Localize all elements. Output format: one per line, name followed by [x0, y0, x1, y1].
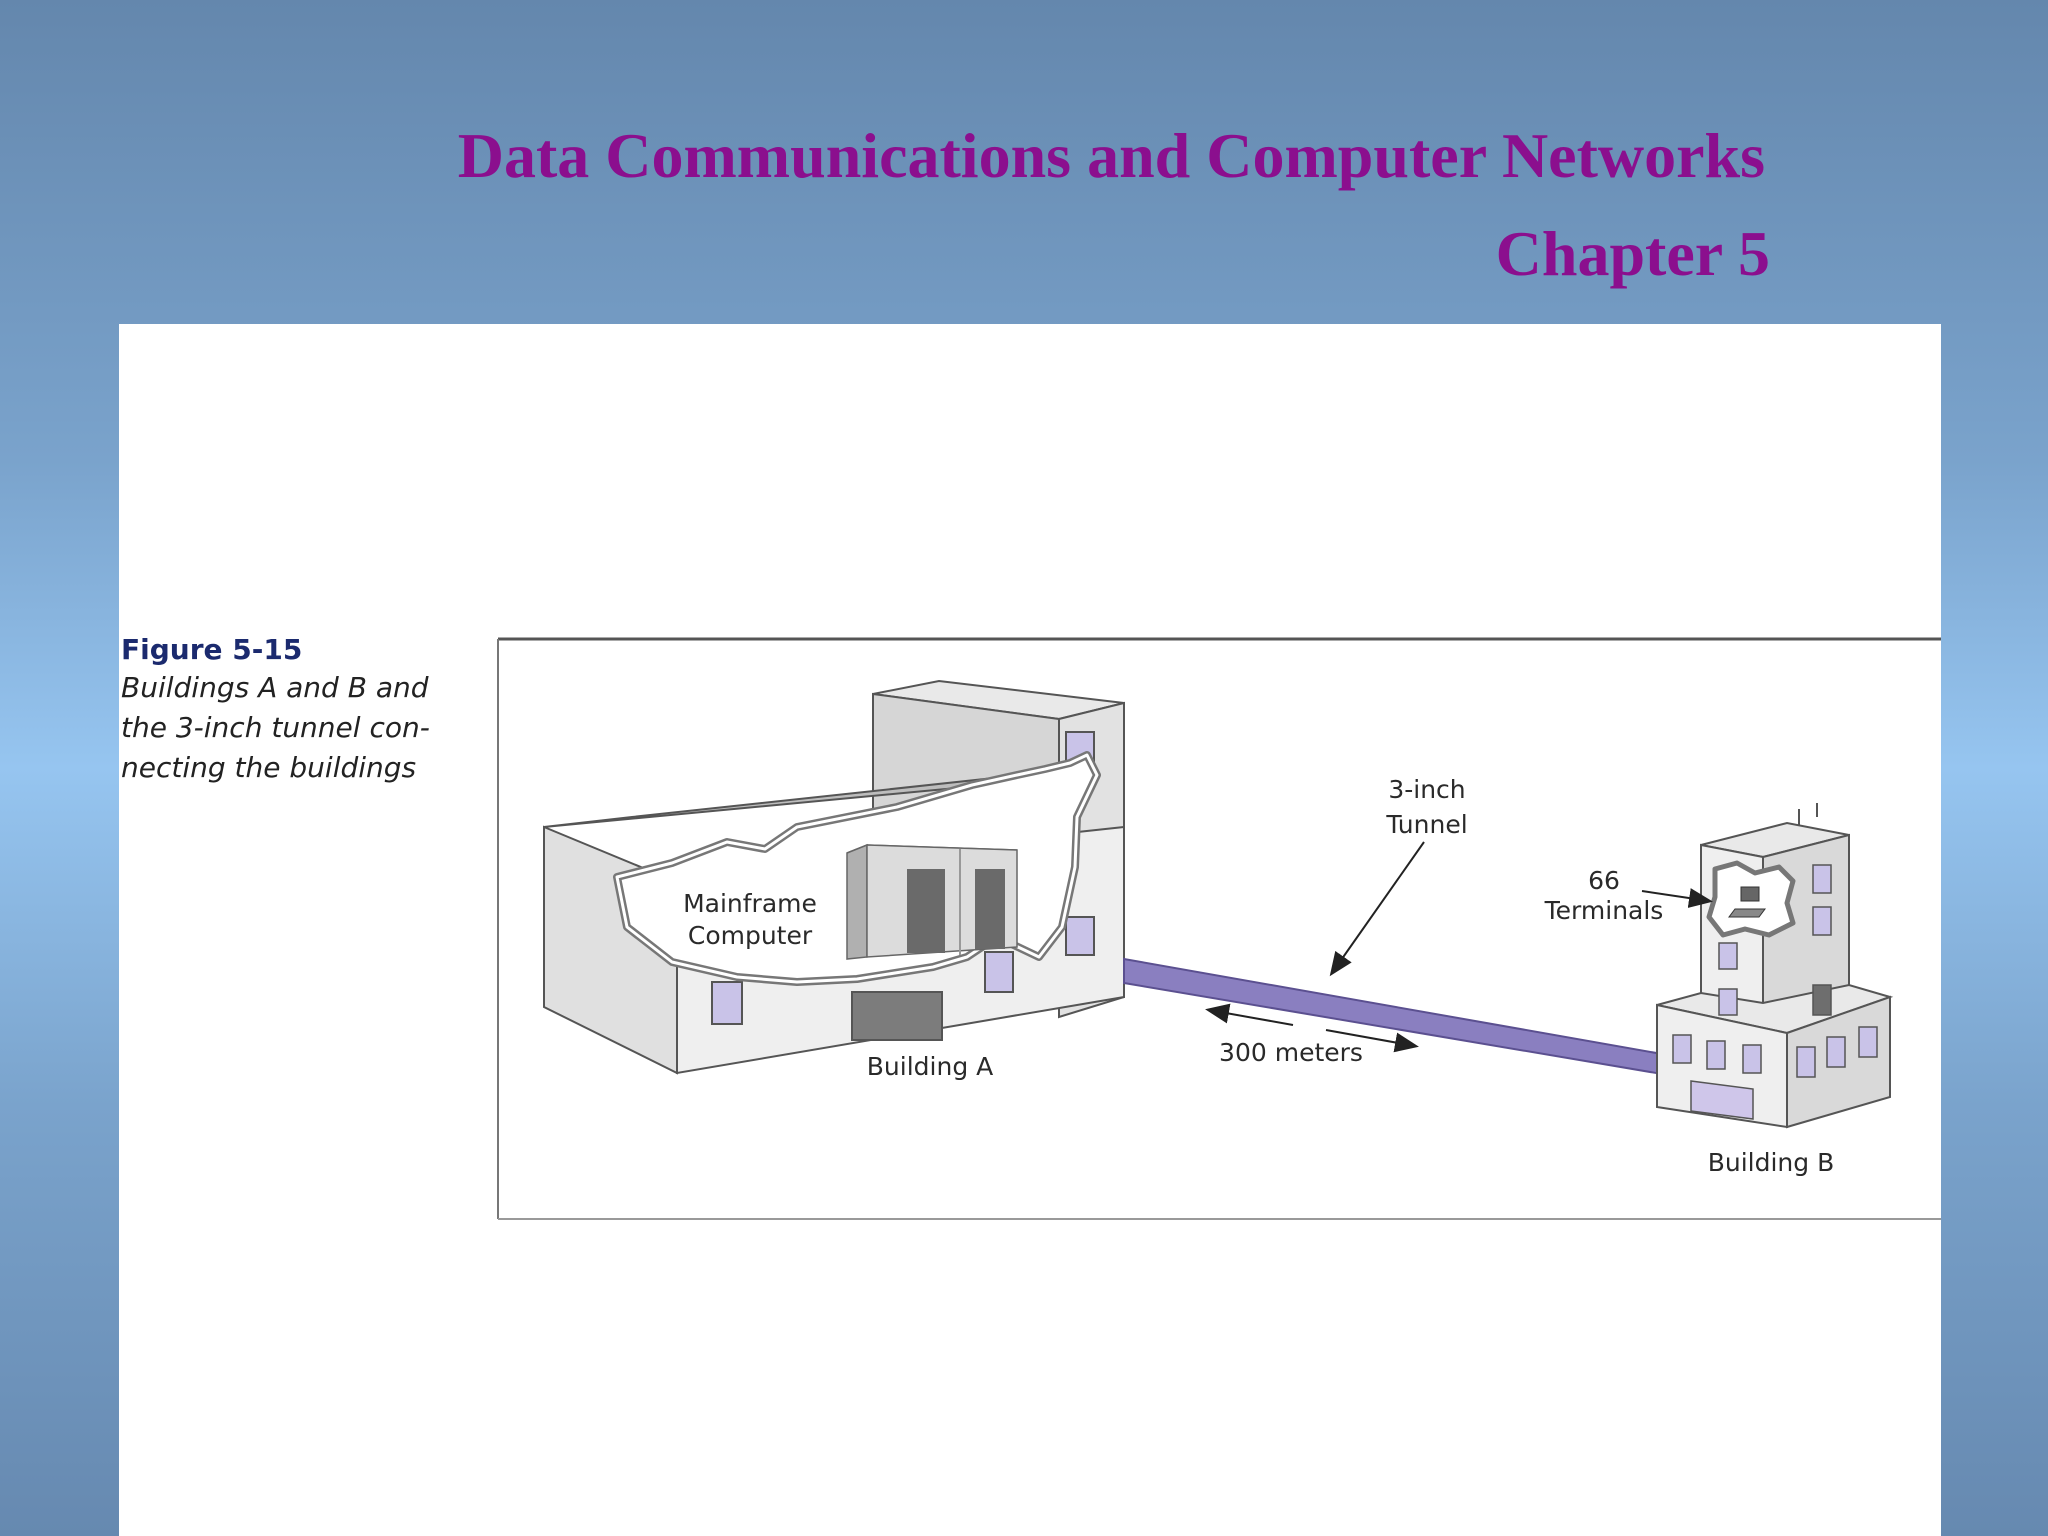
network-diagram: Mainframe Computer Building A 3-inch Tun… — [497, 637, 1941, 1220]
terminal-icon — [1728, 886, 1766, 918]
building-b — [1656, 803, 1894, 1129]
terminals-label-line2: Terminals — [1544, 896, 1664, 925]
distance-label: 300 meters — [1219, 1038, 1363, 1067]
figure-number: Figure 5-15 — [121, 633, 303, 666]
tunnel — [1123, 957, 1663, 1076]
mainframe-label-line2: Computer — [688, 921, 813, 950]
building-b-label: Building B — [1708, 1148, 1835, 1177]
building-a — [543, 679, 1125, 1075]
figure-frame — [497, 637, 1941, 1220]
slide-title: Data Communications and Computer Network… — [457, 120, 1765, 191]
slide-subtitle: Chapter 5 — [1495, 218, 1770, 289]
mainframe-label-line1: Mainframe — [683, 889, 817, 918]
figure-caption: Figure 5-15 Buildings A and B and the 3-… — [121, 632, 461, 788]
building-a-label: Building A — [867, 1052, 993, 1081]
tunnel-label-line2: Tunnel — [1385, 810, 1467, 839]
terminals-label-line1: 66 — [1588, 866, 1620, 895]
distance-arrows — [1205, 1003, 1419, 1053]
tunnel-label-line1: 3-inch — [1388, 775, 1465, 804]
figure-description: Buildings A and B and the 3-inch tunnel … — [121, 671, 430, 784]
mainframe-computer — [846, 843, 1018, 960]
terminals-arrow — [1641, 888, 1713, 908]
tunnel-pointer-arrow — [1329, 841, 1425, 977]
